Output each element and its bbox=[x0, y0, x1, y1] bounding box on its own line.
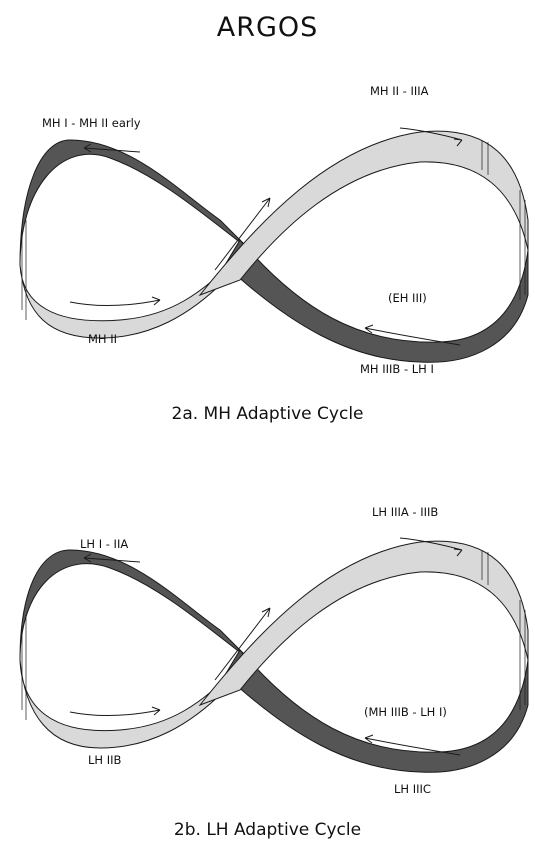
label-mh-top-left: MH I - MH II early bbox=[42, 116, 141, 130]
caption-lh-cycle: 2b. LH Adaptive Cycle bbox=[173, 820, 362, 840]
lh-cycle-figure-eight bbox=[19, 537, 529, 773]
arrow-bottom-left bbox=[69, 296, 161, 307]
light-band-right-lobe bbox=[198, 130, 529, 297]
arrow-diagonal bbox=[214, 197, 271, 271]
light-band-right-lobe bbox=[198, 540, 529, 707]
label-lh-bottom-right: LH IIIC bbox=[394, 782, 431, 796]
label-lh-bottom-left: LH IIB bbox=[88, 753, 122, 767]
arrow-diagonal bbox=[214, 607, 271, 681]
light-band-left-lobe bbox=[19, 659, 241, 749]
dark-band-left-lobe bbox=[19, 549, 251, 661]
label-lh-inner-right: (MH IIIB - LH I) bbox=[364, 705, 447, 719]
mh-cycle-figure-eight bbox=[19, 127, 529, 363]
arrow-top-right bbox=[399, 537, 463, 557]
arrow-top-left bbox=[83, 143, 141, 153]
caption-mh-cycle: 2a. MH Adaptive Cycle bbox=[171, 404, 364, 424]
label-mh-bottom-right: MH IIIB - LH I bbox=[360, 362, 434, 376]
label-mh-inner-right: (EH III) bbox=[388, 291, 427, 305]
arrow-bottom-right bbox=[364, 324, 461, 346]
label-mh-bottom-left: MH II bbox=[88, 332, 118, 346]
light-band-left-lobe bbox=[19, 254, 241, 339]
arrow-top-right bbox=[399, 127, 463, 147]
label-lh-top-right: LH IIIA - IIIB bbox=[372, 505, 439, 519]
dark-band-right-lobe bbox=[224, 649, 529, 773]
page-title: ARGOS bbox=[216, 12, 319, 43]
label-mh-top-right: MH II - IIIA bbox=[370, 84, 429, 98]
dark-band-left-lobe bbox=[19, 139, 251, 266]
arrow-bottom-left bbox=[69, 706, 161, 717]
dark-band-right-lobe bbox=[224, 239, 529, 363]
arrow-bottom-right bbox=[364, 734, 461, 756]
label-lh-top-left: LH I - IIA bbox=[80, 537, 129, 551]
arrow-top-left bbox=[83, 553, 141, 563]
